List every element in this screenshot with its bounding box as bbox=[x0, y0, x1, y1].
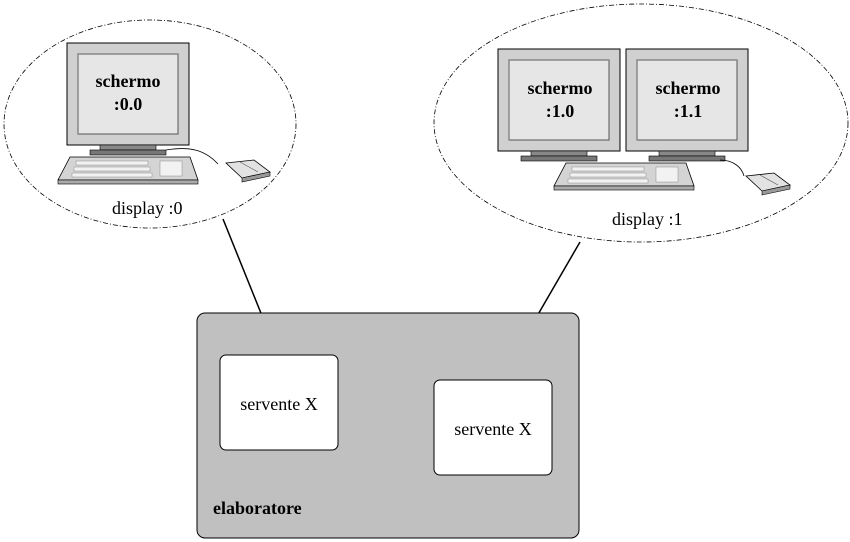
mouse-icon bbox=[719, 159, 791, 196]
display-label: display :0 bbox=[112, 198, 183, 218]
mouse-icon bbox=[165, 148, 271, 183]
x-server-label: servente X bbox=[240, 394, 317, 414]
screen-label-line1: schermo bbox=[656, 78, 721, 98]
display-label: display :1 bbox=[612, 209, 683, 229]
monitor-icon: schermo :0.0 bbox=[66, 42, 190, 156]
screen-label-line2: :1.0 bbox=[546, 101, 575, 121]
x-server-box-0: servente X bbox=[219, 354, 339, 451]
display-boundary-ellipse bbox=[433, 3, 849, 243]
monitor-icon: schermo :1.0 bbox=[497, 48, 621, 162]
screen-label-line2: :0.0 bbox=[114, 94, 143, 114]
monitor-icon: schermo :1.1 bbox=[625, 48, 749, 162]
display-group-0: schermo :0.0 display :0 bbox=[3, 19, 297, 229]
x-server-label: servente X bbox=[454, 419, 531, 439]
keyboard-icon bbox=[57, 156, 199, 185]
computer-label: elaboratore bbox=[213, 498, 302, 518]
display-boundary-ellipse bbox=[3, 19, 297, 229]
display-group-1: schermo :1.0 schermo :1.1 bbox=[433, 3, 849, 243]
screen-label-line1: schermo bbox=[96, 71, 161, 91]
screen-label-line1: schermo bbox=[528, 78, 593, 98]
keyboard-icon bbox=[553, 162, 695, 191]
screen-label-line2: :1.1 bbox=[674, 101, 703, 121]
x-server-box-1: servente X bbox=[433, 379, 553, 476]
